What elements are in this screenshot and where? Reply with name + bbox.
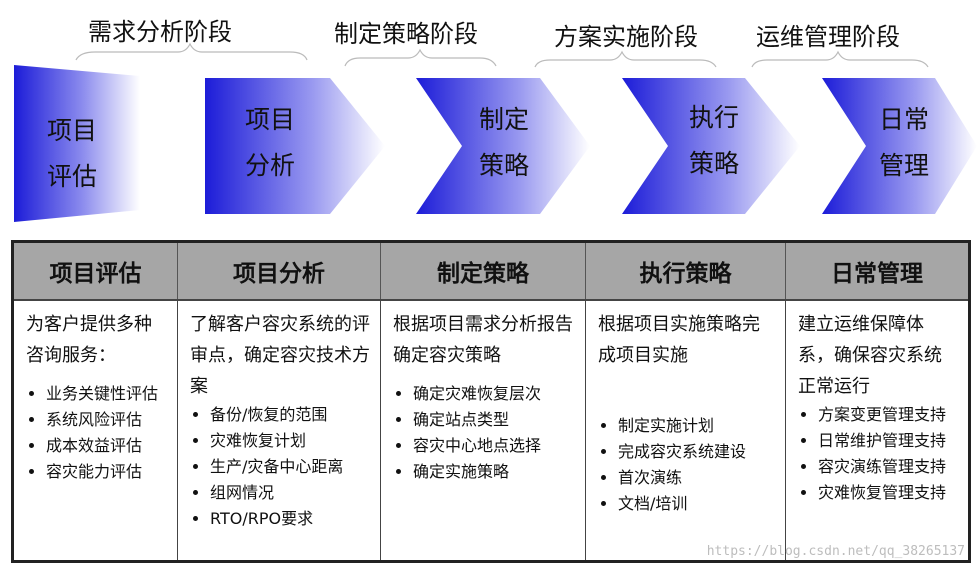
list-item: 系统风险评估 <box>46 407 167 433</box>
process-flow-graphic <box>14 42 977 222</box>
cell-project-analysis: 了解客户容灾系统的评审点，确定容灾技术方案 备份/恢复的范围 灾难恢复计划 生产… <box>177 299 381 562</box>
phase-label-implementation: 方案实施阶段 <box>554 23 698 51</box>
header-daily-management: 日常管理 <box>785 241 970 301</box>
list-item: 日常维护管理支持 <box>818 428 958 454</box>
step-line-1: 制定 <box>478 105 529 134</box>
table-body-row: 为客户提供多种咨询服务： 业务关键性评估 系统风险评估 成本效益评估 容灾能力评… <box>12 299 970 562</box>
cell-daily-management: 建立运维保障体系，确保容灾系统正常运行 方案变更管理支持 日常维护管理支持 容灾… <box>785 299 970 562</box>
list-item: 制定实施计划 <box>618 413 775 439</box>
list-item: 方案变更管理支持 <box>818 402 958 428</box>
cell-lead-text: 为客户提供多种咨询服务： <box>26 314 152 366</box>
item-list: 制定实施计划 完成容灾系统建设 首次演练 文档/培训 <box>598 413 775 517</box>
step-line-1: 执行 <box>688 103 739 132</box>
header-make-strategy: 制定策略 <box>380 241 586 301</box>
list-item: 容灾中心地点选择 <box>413 433 575 459</box>
list-item: 生产/灾备中心距离 <box>210 454 370 480</box>
phase-detail-table: 项目评估 项目分析 制定策略 执行策略 日常管理 为客户提供多种咨询服务： 业务… <box>11 240 971 563</box>
list-item: 组网情况 <box>210 480 370 506</box>
step-text-project-evaluation: 项目 评估 <box>44 108 100 200</box>
list-item: 容灾能力评估 <box>46 459 167 485</box>
step-shape-project-evaluation <box>14 65 140 222</box>
list-item: 灾难恢复管理支持 <box>818 480 958 506</box>
list-item: 确定实施策略 <box>413 459 575 485</box>
step-line-2: 分析 <box>244 151 295 180</box>
step-line-1: 项目 <box>244 105 295 134</box>
list-item: 容灾演练管理支持 <box>818 454 958 480</box>
phase-label-requirements: 需求分析阶段 <box>88 18 232 46</box>
step-shape-execute-strategy <box>622 78 800 214</box>
table-header-row: 项目评估 项目分析 制定策略 执行策略 日常管理 <box>12 241 970 301</box>
step-text-execute-strategy: 执行 策略 <box>684 95 744 187</box>
header-project-analysis: 项目分析 <box>177 241 381 301</box>
brace-requirements <box>75 42 308 61</box>
list-item: 文档/培训 <box>618 491 775 517</box>
watermark-text: https://blog.csdn.net/qq_38265137 <box>706 544 965 559</box>
brace-operations <box>751 50 929 68</box>
item-list: 备份/恢复的范围 灾难恢复计划 生产/灾备中心距离 组网情况 RTO/RPO要求 <box>190 402 370 532</box>
item-list: 确定灾难恢复层次 确定站点类型 容灾中心地点选择 确定实施策略 <box>393 381 575 485</box>
step-line-1: 项目 <box>46 116 97 145</box>
cell-execute-strategy: 根据项目实施策略完成项目实施 制定实施计划 完成容灾系统建设 首次演练 文档/培… <box>585 299 786 562</box>
item-list: 业务关键性评估 系统风险评估 成本效益评估 容灾能力评估 <box>26 381 167 485</box>
list-item: RTO/RPO要求 <box>210 506 370 532</box>
cell-lead-text: 根据项目实施策略完成项目实施 <box>598 314 760 366</box>
brace-strategy <box>344 48 497 67</box>
step-shape-project-analysis <box>205 78 385 214</box>
step-line-2: 评估 <box>46 162 97 191</box>
brace-implementation <box>534 50 717 68</box>
header-project-evaluation: 项目评估 <box>12 241 178 301</box>
list-item: 成本效益评估 <box>46 433 167 459</box>
cell-lead-text: 建立运维保障体系，确保容灾系统正常运行 <box>798 314 942 397</box>
step-line-1: 日常 <box>878 105 929 134</box>
step-line-2: 策略 <box>478 151 529 180</box>
step-text-make-strategy: 制定 策略 <box>474 97 534 189</box>
phase-label-operations: 运维管理阶段 <box>756 23 900 51</box>
step-shape-daily-management <box>822 78 977 214</box>
list-item: 灾难恢复计划 <box>210 428 370 454</box>
list-item: 完成容灾系统建设 <box>618 439 775 465</box>
list-item: 备份/恢复的范围 <box>210 402 370 428</box>
step-text-daily-management: 日常 管理 <box>874 97 934 189</box>
item-list: 方案变更管理支持 日常维护管理支持 容灾演练管理支持 灾难恢复管理支持 <box>798 402 958 506</box>
step-line-2: 管理 <box>878 151 929 180</box>
list-item: 首次演练 <box>618 465 775 491</box>
header-execute-strategy: 执行策略 <box>585 241 786 301</box>
cell-project-evaluation: 为客户提供多种咨询服务： 业务关键性评估 系统风险评估 成本效益评估 容灾能力评… <box>12 299 178 562</box>
step-line-2: 策略 <box>688 149 739 178</box>
cell-lead-text: 根据项目需求分析报告确定容灾策略 <box>393 314 573 366</box>
list-item: 业务关键性评估 <box>46 381 167 407</box>
list-item: 确定站点类型 <box>413 407 575 433</box>
cell-lead-text: 了解客户容灾系统的评审点，确定容灾技术方案 <box>190 314 370 397</box>
phase-label-strategy: 制定策略阶段 <box>334 20 478 48</box>
cell-make-strategy: 根据项目需求分析报告确定容灾策略 确定灾难恢复层次 确定站点类型 容灾中心地点选… <box>380 299 586 562</box>
step-text-project-analysis: 项目 分析 <box>240 97 300 189</box>
step-shape-make-strategy <box>416 78 590 214</box>
list-item: 确定灾难恢复层次 <box>413 381 575 407</box>
